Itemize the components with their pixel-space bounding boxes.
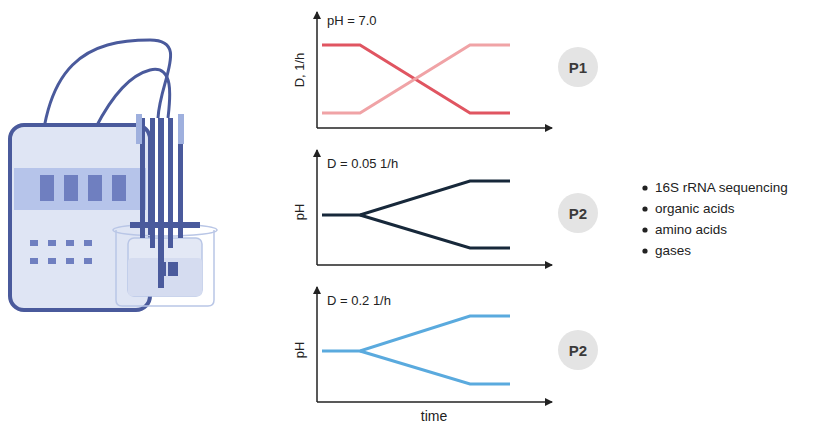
phase-label: P2 <box>569 342 587 359</box>
bullet-item: gases <box>655 244 691 259</box>
phase-circle: P2 <box>558 193 598 233</box>
bullet-item: 16S rRNA sequencing <box>655 181 788 196</box>
bullet-dots <box>642 185 647 253</box>
axis-label: time <box>421 409 447 424</box>
phase-circle: P1 <box>558 47 598 87</box>
axis-label: pH <box>293 204 307 221</box>
condition-label: pH = 7.0 <box>327 14 377 28</box>
bullet-item: organic acids <box>655 202 735 217</box>
axis-label: pH <box>293 342 307 359</box>
phase-circle: P2 <box>558 330 598 370</box>
phase-label: P2 <box>569 205 587 222</box>
bioreactor-illustration <box>10 40 217 310</box>
chart-p2-high <box>317 287 552 402</box>
axis-label: D, 1/h <box>293 53 307 88</box>
chart-p1 <box>317 12 552 128</box>
condition-label: D = 0.05 1/h <box>327 157 398 171</box>
phase-label: P1 <box>569 59 587 76</box>
bullet-item: amino acids <box>655 223 727 238</box>
condition-label: D = 0.2 1/h <box>327 294 391 308</box>
chart-p2-low <box>317 150 552 265</box>
